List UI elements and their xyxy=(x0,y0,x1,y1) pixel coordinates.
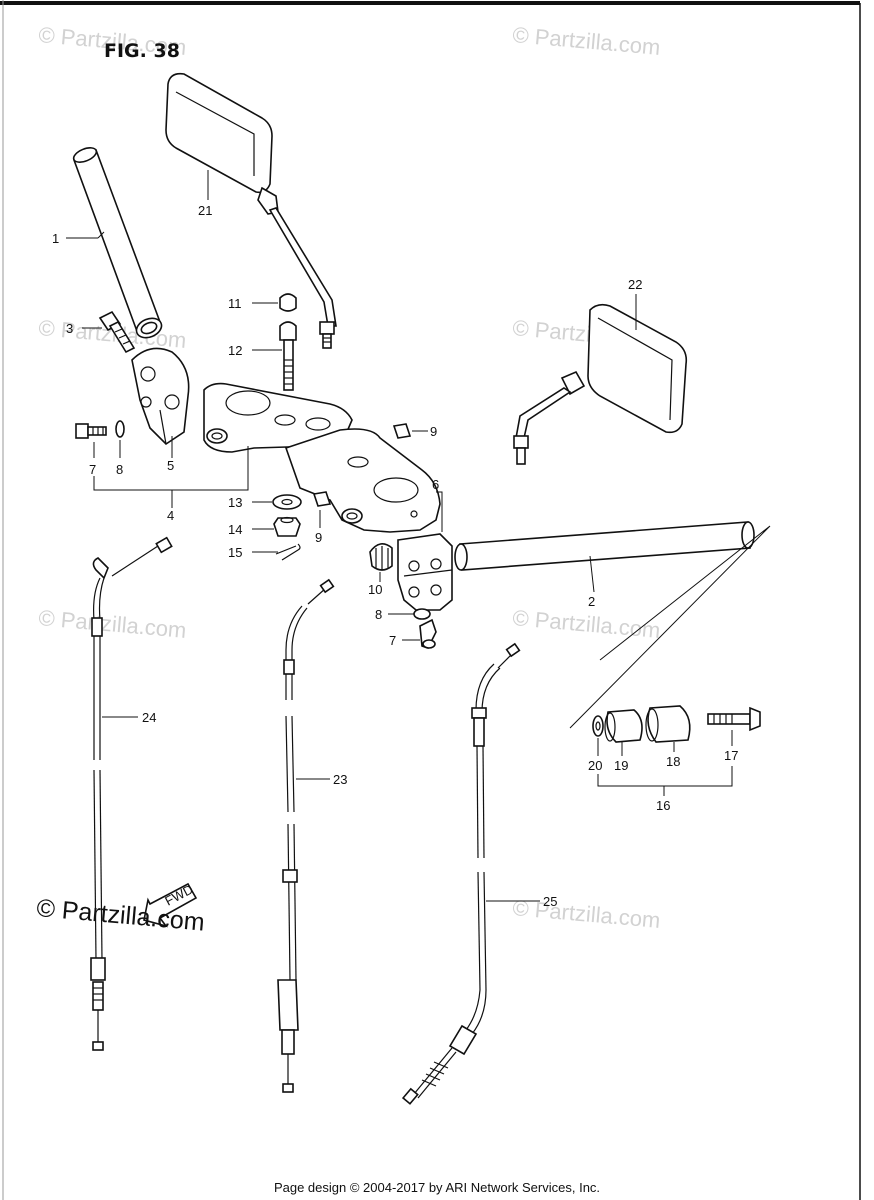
part-22-right-mirror xyxy=(513,303,688,465)
callout-22: 22 xyxy=(628,277,642,292)
callout-18: 18 xyxy=(666,754,680,769)
part-5-left-clamp xyxy=(131,347,190,446)
leader-lines xyxy=(66,170,733,902)
part-24-throttle-cable xyxy=(90,536,173,1051)
callout-15: 15 xyxy=(228,545,242,560)
part-6-holder-arm xyxy=(284,428,441,533)
callout-16: 16 xyxy=(656,798,670,813)
callout-7-right: 7 xyxy=(389,633,396,648)
callout-11: 11 xyxy=(228,296,242,311)
callout-3: 3 xyxy=(66,321,73,336)
part-14-nut xyxy=(273,516,301,537)
part-8-right-washer xyxy=(413,608,431,620)
callout-9-lower: 9 xyxy=(315,530,322,545)
callout-4: 4 xyxy=(167,508,174,523)
callout-7-left: 7 xyxy=(89,462,96,477)
callout-21: 21 xyxy=(198,203,212,218)
part-21-left-mirror xyxy=(165,72,337,349)
callout-9-upper: 9 xyxy=(430,424,437,439)
part-19-balancer-inner xyxy=(604,709,643,743)
watermark-6: © Partzilla.com xyxy=(512,605,662,643)
part-10-cap-nut xyxy=(369,543,393,571)
callout-5: 5 xyxy=(167,458,174,473)
part-8-left-washer xyxy=(115,420,125,438)
callout-10: 10 xyxy=(368,582,382,597)
part-7-left-screw xyxy=(75,423,107,439)
part-11-cap xyxy=(279,293,297,312)
balancer-leader-outline xyxy=(569,525,771,729)
part-9-cushion-lower xyxy=(312,491,332,507)
callout-25: 25 xyxy=(543,894,557,909)
callout-17: 17 xyxy=(724,748,738,763)
callout-24: 24 xyxy=(142,710,156,725)
part-1-left-grip xyxy=(72,147,163,339)
callout-23: 23 xyxy=(333,772,347,787)
watermark-5: © Partzilla.com xyxy=(38,605,188,643)
part-7-right-screw xyxy=(419,618,437,649)
callout-6: 6 xyxy=(432,477,439,492)
part-12-long-bolt xyxy=(279,321,297,391)
callout-8-right: 8 xyxy=(375,607,382,622)
part-25-clutch-cable xyxy=(401,642,521,1105)
part-20-washer xyxy=(592,715,604,737)
part-6-right-clamp xyxy=(397,533,453,611)
callout-20: 20 xyxy=(588,758,602,773)
part-3-bolt xyxy=(98,310,136,354)
callout-1: 1 xyxy=(52,231,59,246)
callout-14: 14 xyxy=(228,522,242,537)
callout-13: 13 xyxy=(228,495,242,510)
part-18-balancer-weight xyxy=(645,705,691,743)
callout-2: 2 xyxy=(588,594,595,609)
part-9-cushion-upper xyxy=(392,423,412,439)
callout-19: 19 xyxy=(614,758,628,773)
callout-8-left: 8 xyxy=(116,462,123,477)
watermark-2: © Partzilla.com xyxy=(512,22,662,60)
footer-credit: Page design © 2004-2017 by ARI Network S… xyxy=(274,1180,600,1195)
part-13-washer xyxy=(272,494,302,510)
part-15-cotter-pin xyxy=(275,543,301,561)
part-2-right-handlebar xyxy=(454,521,755,571)
callout-12: 12 xyxy=(228,343,242,358)
part-4-handlebar-holder xyxy=(203,382,353,453)
part-17-screw xyxy=(707,706,761,732)
callout-numbers: 1 2 3 4 5 6 7 7 8 8 9 9 10 11 12 13 14 1… xyxy=(52,203,738,909)
figure-title: FIG. 38 xyxy=(104,40,180,62)
part-23-throttle-cable xyxy=(277,578,335,1093)
